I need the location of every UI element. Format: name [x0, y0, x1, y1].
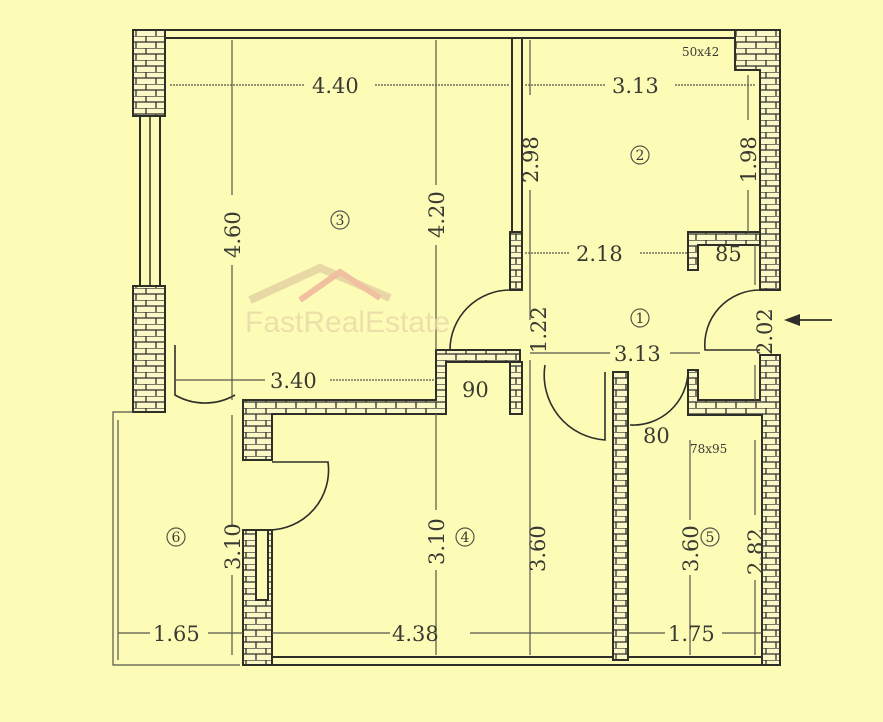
- dim-room3-height: 4.60: [221, 211, 245, 258]
- note-window-bath: 78x95: [690, 442, 727, 456]
- dim-hall-width: 2.18: [576, 242, 623, 266]
- dim-room2-width: 3.13: [612, 74, 659, 98]
- dim-room3-height-inner: 4.20: [425, 191, 449, 238]
- dim-room5-height: 3.60: [679, 525, 703, 572]
- svg-text:3: 3: [336, 213, 345, 229]
- dim-room5-height-right: 2.82: [744, 528, 768, 575]
- dim-room5-width: 1.75: [668, 622, 715, 646]
- dim-room4-height-right: 3.60: [526, 525, 550, 572]
- watermark-logo: FastRealEstate: [245, 306, 450, 339]
- svg-text:2: 2: [636, 148, 645, 164]
- dim-room6-height: 3.10: [221, 523, 245, 570]
- dim-room6-width: 1.65: [153, 622, 200, 646]
- note-window-top: 50x42: [682, 45, 719, 59]
- watermark-roof-icon: [248, 263, 392, 304]
- dim-hall-length: 3.13: [614, 342, 661, 366]
- room-label-1: 1: [630, 308, 650, 328]
- dim-door5: 80: [643, 424, 670, 448]
- svg-text:6: 6: [172, 530, 181, 546]
- svg-text:4: 4: [461, 530, 470, 546]
- walls: [112, 29, 781, 666]
- dim-room3-width: 4.40: [312, 74, 359, 98]
- dim-room4-height: 3.10: [425, 518, 449, 565]
- svg-text:5: 5: [706, 530, 715, 546]
- room-label-2: 2: [630, 145, 650, 165]
- dim-closet-width: 85: [715, 242, 742, 266]
- doors: [174, 289, 761, 531]
- dim-room2-right-height: 1.98: [737, 136, 761, 183]
- dim-room2-height: 2.98: [519, 136, 543, 183]
- svg-text:1: 1: [636, 311, 645, 327]
- dim-hall-height: 1.22: [527, 306, 551, 353]
- dim-entry-height: 2.02: [753, 308, 777, 355]
- dimension-lines: [118, 40, 762, 655]
- room-label-4: 4: [455, 527, 475, 547]
- room-label-3: 3: [330, 210, 350, 230]
- arrow-left-icon: [784, 314, 832, 326]
- dim-room4-width: 4.38: [392, 622, 439, 646]
- room-label-5: 5: [700, 527, 720, 547]
- room-label-6: 6: [166, 527, 186, 547]
- dim-niche: 90: [462, 378, 489, 402]
- dim-room3-bottom: 3.40: [270, 369, 317, 393]
